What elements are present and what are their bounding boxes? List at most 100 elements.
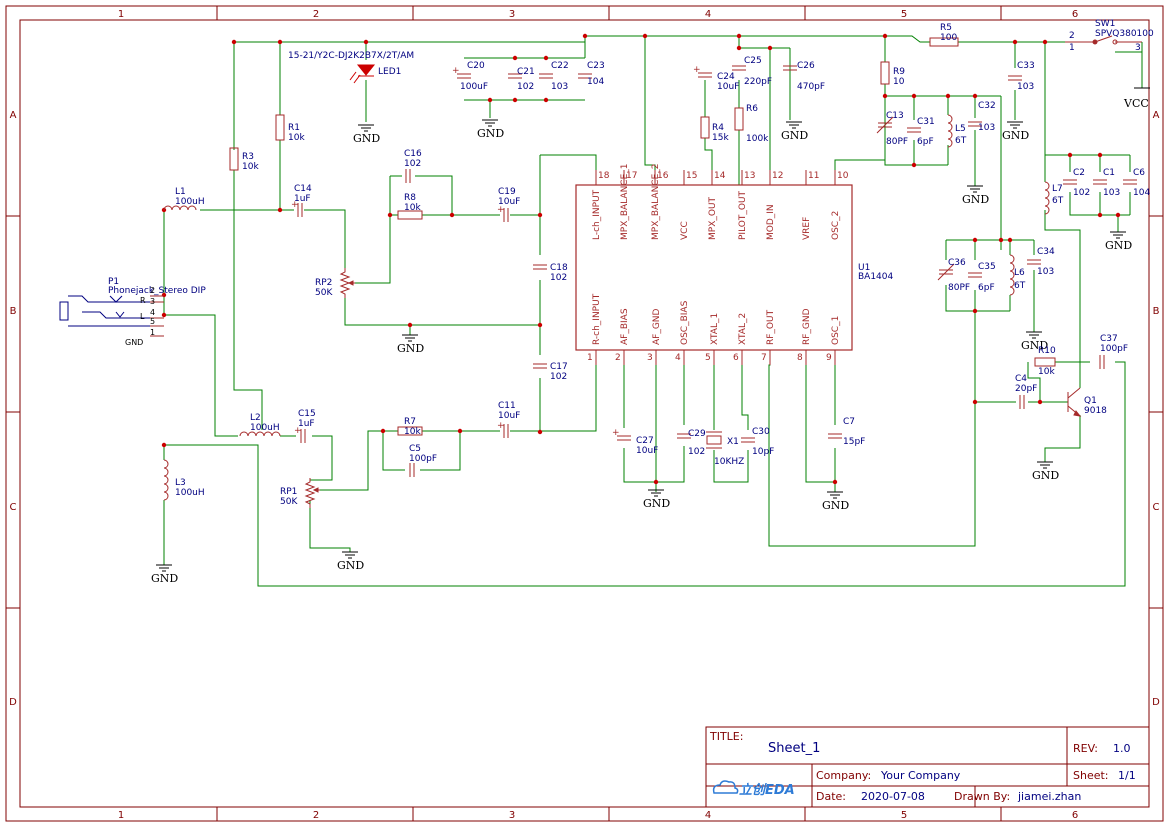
ic-pin-number: 2: [615, 353, 621, 363]
p1-pin3-label: 3: [150, 297, 155, 306]
zone-col-label-top: 2: [313, 9, 319, 20]
c13-value-label: 80PF: [886, 137, 908, 147]
zone-row-label-left: B: [10, 306, 17, 317]
junction-dot: [642, 33, 648, 39]
ic-pin-number: 16: [657, 171, 669, 181]
l2-value-label: 100uH: [250, 423, 280, 433]
ic-pin-name: L-ch_INPUT: [592, 189, 602, 240]
rev-label: REV:: [1073, 742, 1098, 755]
resistor-body[interactable]: [880, 61, 890, 85]
c36-value-label: 80PF: [948, 283, 970, 293]
led-symbol[interactable]: [349, 64, 376, 84]
zone-col-label-bottom: 1: [118, 810, 124, 821]
junction-dot: [512, 55, 518, 61]
gnd-label: GND: [353, 132, 380, 145]
c25-ref-label: C25: [744, 56, 762, 66]
c31-value-label: 6pF: [917, 137, 934, 147]
c25-value-label: 220pF: [744, 77, 772, 87]
ic-pin-number: 8: [797, 353, 803, 363]
c16-value-label: 102: [404, 159, 421, 169]
c20-value-label: 100uF: [460, 82, 488, 92]
inductor-coil[interactable]: [163, 205, 197, 211]
ic-pin-name: OSC_BIAS: [680, 300, 690, 345]
rp1-ref-label: RP1: [280, 487, 297, 497]
resistor-body[interactable]: [275, 114, 285, 141]
gnd-label: GND: [477, 127, 504, 140]
junction-dot: [882, 93, 888, 99]
junction-dot: [972, 399, 978, 405]
polarity-plus: +: [452, 66, 460, 76]
resistor-body[interactable]: [397, 210, 423, 220]
r3-ref-label: R3: [242, 152, 254, 162]
gnd-label: GND: [1105, 239, 1132, 252]
r7-ref-label: R7: [404, 417, 416, 427]
zone-row-label-left: D: [9, 697, 17, 708]
zone-col-label-top: 4: [705, 9, 711, 20]
inductor-coil[interactable]: [239, 431, 281, 437]
ic-pin-name: MPX_OUT: [708, 196, 718, 240]
c15-value-label: 1uF: [298, 419, 315, 429]
ic-ref-label: U1: [858, 263, 870, 273]
phone-jack-symbol[interactable]: [59, 295, 164, 337]
c4-value-label: 20pF: [1015, 384, 1037, 394]
l2-ref-label: L2: [250, 413, 261, 423]
c34-value-label: 103: [1037, 267, 1054, 277]
junction-dot: [537, 322, 543, 328]
p1-pin1-label: 1: [150, 328, 155, 337]
resistor-body[interactable]: [700, 116, 710, 139]
p1-pin-r-label: R: [140, 296, 146, 305]
resistor-body[interactable]: [734, 107, 744, 131]
c29-ref-label: C29: [688, 429, 706, 439]
junction-dot: [537, 212, 543, 218]
gnd-label: GND: [1002, 129, 1029, 142]
c18-ref-label: C18: [550, 263, 568, 273]
title-block: [705, 726, 1150, 808]
date-label: Date:: [816, 790, 846, 803]
junction-dot: [998, 237, 1004, 243]
junction-dot: [972, 237, 978, 243]
ic-pin-name: AF_GND: [652, 308, 662, 345]
p1-pin5-label: 5: [150, 317, 155, 326]
junction-dots: [161, 33, 1121, 485]
ic-pin-number: 14: [714, 171, 726, 181]
r8-value-label: 10k: [404, 203, 421, 213]
junction-dot: [832, 479, 838, 485]
c36-ref-label: C36: [948, 258, 966, 268]
ic-pin-number: 1: [587, 353, 593, 363]
inductor-coil[interactable]: [947, 114, 953, 148]
c30-value-label: 10pF: [752, 447, 774, 457]
junction-dot: [972, 308, 978, 314]
r1-value-label: 10k: [288, 133, 305, 143]
c15-ref-label: C15: [298, 409, 316, 419]
potentiometer-rp1[interactable]: [304, 478, 320, 508]
ic-pin-name: OSC_1: [831, 316, 841, 345]
resistor-body[interactable]: [229, 147, 239, 171]
zone-col-label-top: 3: [509, 9, 515, 20]
zone-row-label-right: B: [1153, 306, 1160, 317]
transistor-q1-symbol[interactable]: [1067, 387, 1082, 417]
x1-value-label: 10KHZ: [714, 457, 744, 467]
junction-dot: [736, 45, 742, 51]
potentiometer-rp2[interactable]: [339, 268, 355, 298]
labels: R110kR310kR415kR5100R6100kR710kR810kR910…: [175, 23, 1150, 498]
r5-ref-label: R5: [940, 23, 952, 33]
inductor-coil[interactable]: [1009, 254, 1015, 296]
r9-value-label: 10: [893, 77, 905, 87]
resistor-body[interactable]: [397, 426, 423, 436]
ic-pin-name: RF_OUT: [766, 309, 776, 345]
rp2-ref-label: RP2: [315, 278, 332, 288]
polarity-plus: +: [497, 205, 505, 215]
switch-sw1-symbol[interactable]: [1065, 35, 1143, 52]
rev-value: 1.0: [1113, 742, 1131, 755]
inductor-coil[interactable]: [163, 459, 169, 501]
led-ref-label: LED1: [378, 67, 401, 77]
resistor-body[interactable]: [929, 37, 959, 47]
sheet-value: 1/1: [1118, 769, 1136, 782]
ic-pin-name: OSC_2: [831, 211, 841, 240]
crystal-x1-symbol[interactable]: [706, 431, 722, 449]
r1-ref-label: R1: [288, 123, 300, 133]
drawn-by-label: Drawn By:: [954, 790, 1010, 803]
q1-value-label: 9018: [1084, 406, 1107, 416]
resistor-body[interactable]: [1034, 357, 1056, 367]
inductor-coil[interactable]: [1044, 181, 1050, 215]
